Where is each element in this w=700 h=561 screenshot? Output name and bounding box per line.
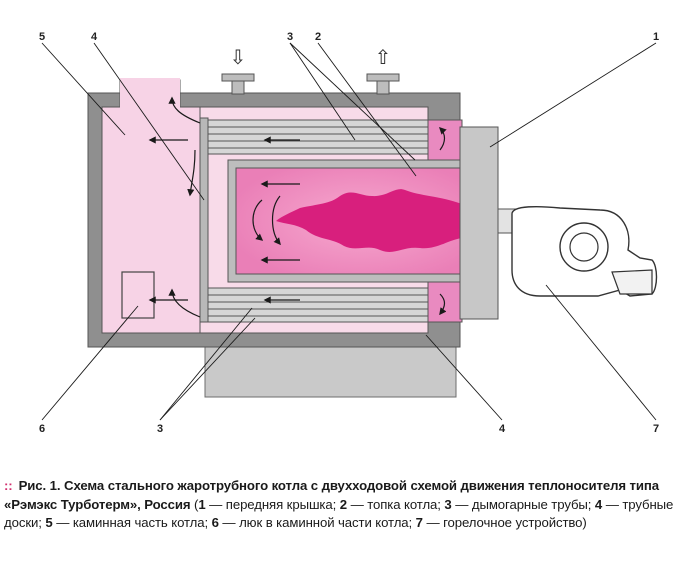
legend-num-4: 4 — [594, 496, 603, 512]
boiler-diagram: ⇩ ⇧ — [39, 31, 659, 435]
legend-num-7: 7 — [415, 515, 423, 530]
legend-text-7: — горелочное устройство) — [422, 515, 587, 530]
caption-marker: :: — [4, 478, 13, 493]
label-4-top: 4 — [91, 31, 98, 43]
flue-tubes-bottom — [207, 287, 431, 323]
legend-text-1: — передняя крышка; — [205, 496, 340, 512]
flow-arrows — [148, 96, 447, 318]
legend-num-2: 2 — [339, 496, 347, 512]
legend-num-5: 5 — [45, 515, 53, 530]
outlet-flange — [366, 73, 400, 82]
outlet-arrow: ⇧ — [375, 45, 392, 69]
flame — [276, 189, 462, 252]
legend-text-2: — топка котла; — [347, 496, 445, 512]
boiler-base — [204, 344, 457, 398]
label-6: 6 — [39, 423, 45, 435]
legend-text-4: — трубные доски; — [4, 496, 674, 531]
chimney-hatch — [121, 271, 155, 319]
figure-caption: ::Рис. 1. Схема стального жаротрубного к… — [4, 477, 696, 533]
label-2: 2 — [315, 31, 321, 43]
tube-sheet-rear — [199, 117, 209, 323]
label-7: 7 — [653, 423, 659, 435]
label-1: 1 — [653, 31, 659, 43]
legend-text-5: — каминная часть котла; — [52, 515, 212, 530]
legend-text-6: — люк в каминной части котла; — [218, 515, 416, 530]
label-4-bottom: 4 — [499, 423, 506, 435]
flue-tubes-top — [207, 119, 431, 155]
inlet-flange — [221, 73, 255, 82]
legend-num-3: 3 — [444, 496, 452, 512]
label-5: 5 — [39, 31, 45, 43]
caption-title: Схема стального жаротрубного котла с дву… — [4, 478, 660, 512]
legend-num-6: 6 — [211, 515, 219, 530]
burner-device — [497, 205, 658, 297]
legend-num-1: 1 — [198, 496, 206, 512]
inlet-arrow: ⇩ — [230, 45, 247, 69]
caption-legend-open: ( — [190, 496, 199, 512]
inlet-nozzle — [231, 79, 245, 95]
leader-lines — [41, 42, 657, 421]
label-3-bottom: 3 — [157, 423, 163, 435]
outlet-nozzle — [376, 79, 390, 95]
caption-fig: Рис. 1. — [18, 478, 61, 493]
label-3-top: 3 — [287, 31, 293, 43]
front-cover — [459, 126, 499, 320]
legend-text-3: — дымогарные трубы; — [451, 496, 595, 512]
